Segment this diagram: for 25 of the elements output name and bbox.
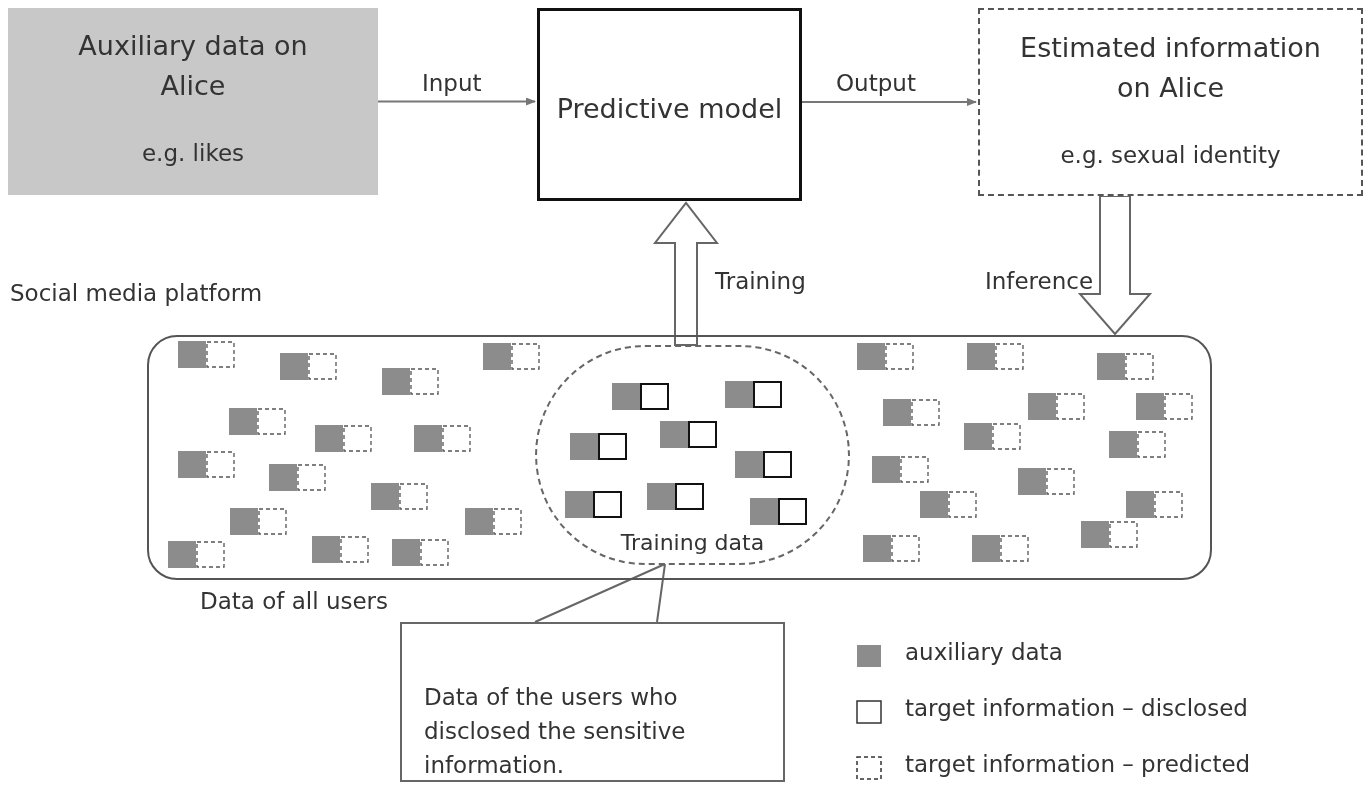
model-box [537, 8, 802, 201]
arrow [377, 97, 536, 106]
edge-label: Inference [985, 268, 1094, 294]
edge-label: Output [836, 70, 916, 96]
hollow-arrow [1077, 195, 1153, 336]
hollow-arrow [652, 201, 720, 346]
callout-text: Data of the users who disclosed the sensitive information. [424, 683, 687, 780]
edge-label: Input [422, 70, 482, 96]
node-subtitle: e.g. likes [140, 140, 246, 166]
arrow [801, 98, 977, 106]
output-box [978, 8, 1363, 196]
legend-label: auxiliary data [905, 639, 1063, 665]
node-title: Predictive model [555, 92, 784, 126]
callout-box [400, 622, 785, 782]
platform-heading: Social media platform [10, 280, 263, 306]
legend-label: target information – predicted [905, 751, 1251, 777]
data-box [8, 8, 378, 195]
band-caption: Data of all users [200, 588, 389, 614]
node-title: Auxiliary data on Alice [77, 29, 309, 103]
legend-label: target information – disclosed [905, 695, 1248, 721]
node-subtitle: e.g. sexual identity [1059, 142, 1282, 168]
node-label: Training data [619, 530, 766, 555]
node-title: Estimated information on Alice [1019, 31, 1322, 105]
edge-label: Training [715, 268, 806, 294]
callout-pointer [534, 563, 666, 623]
